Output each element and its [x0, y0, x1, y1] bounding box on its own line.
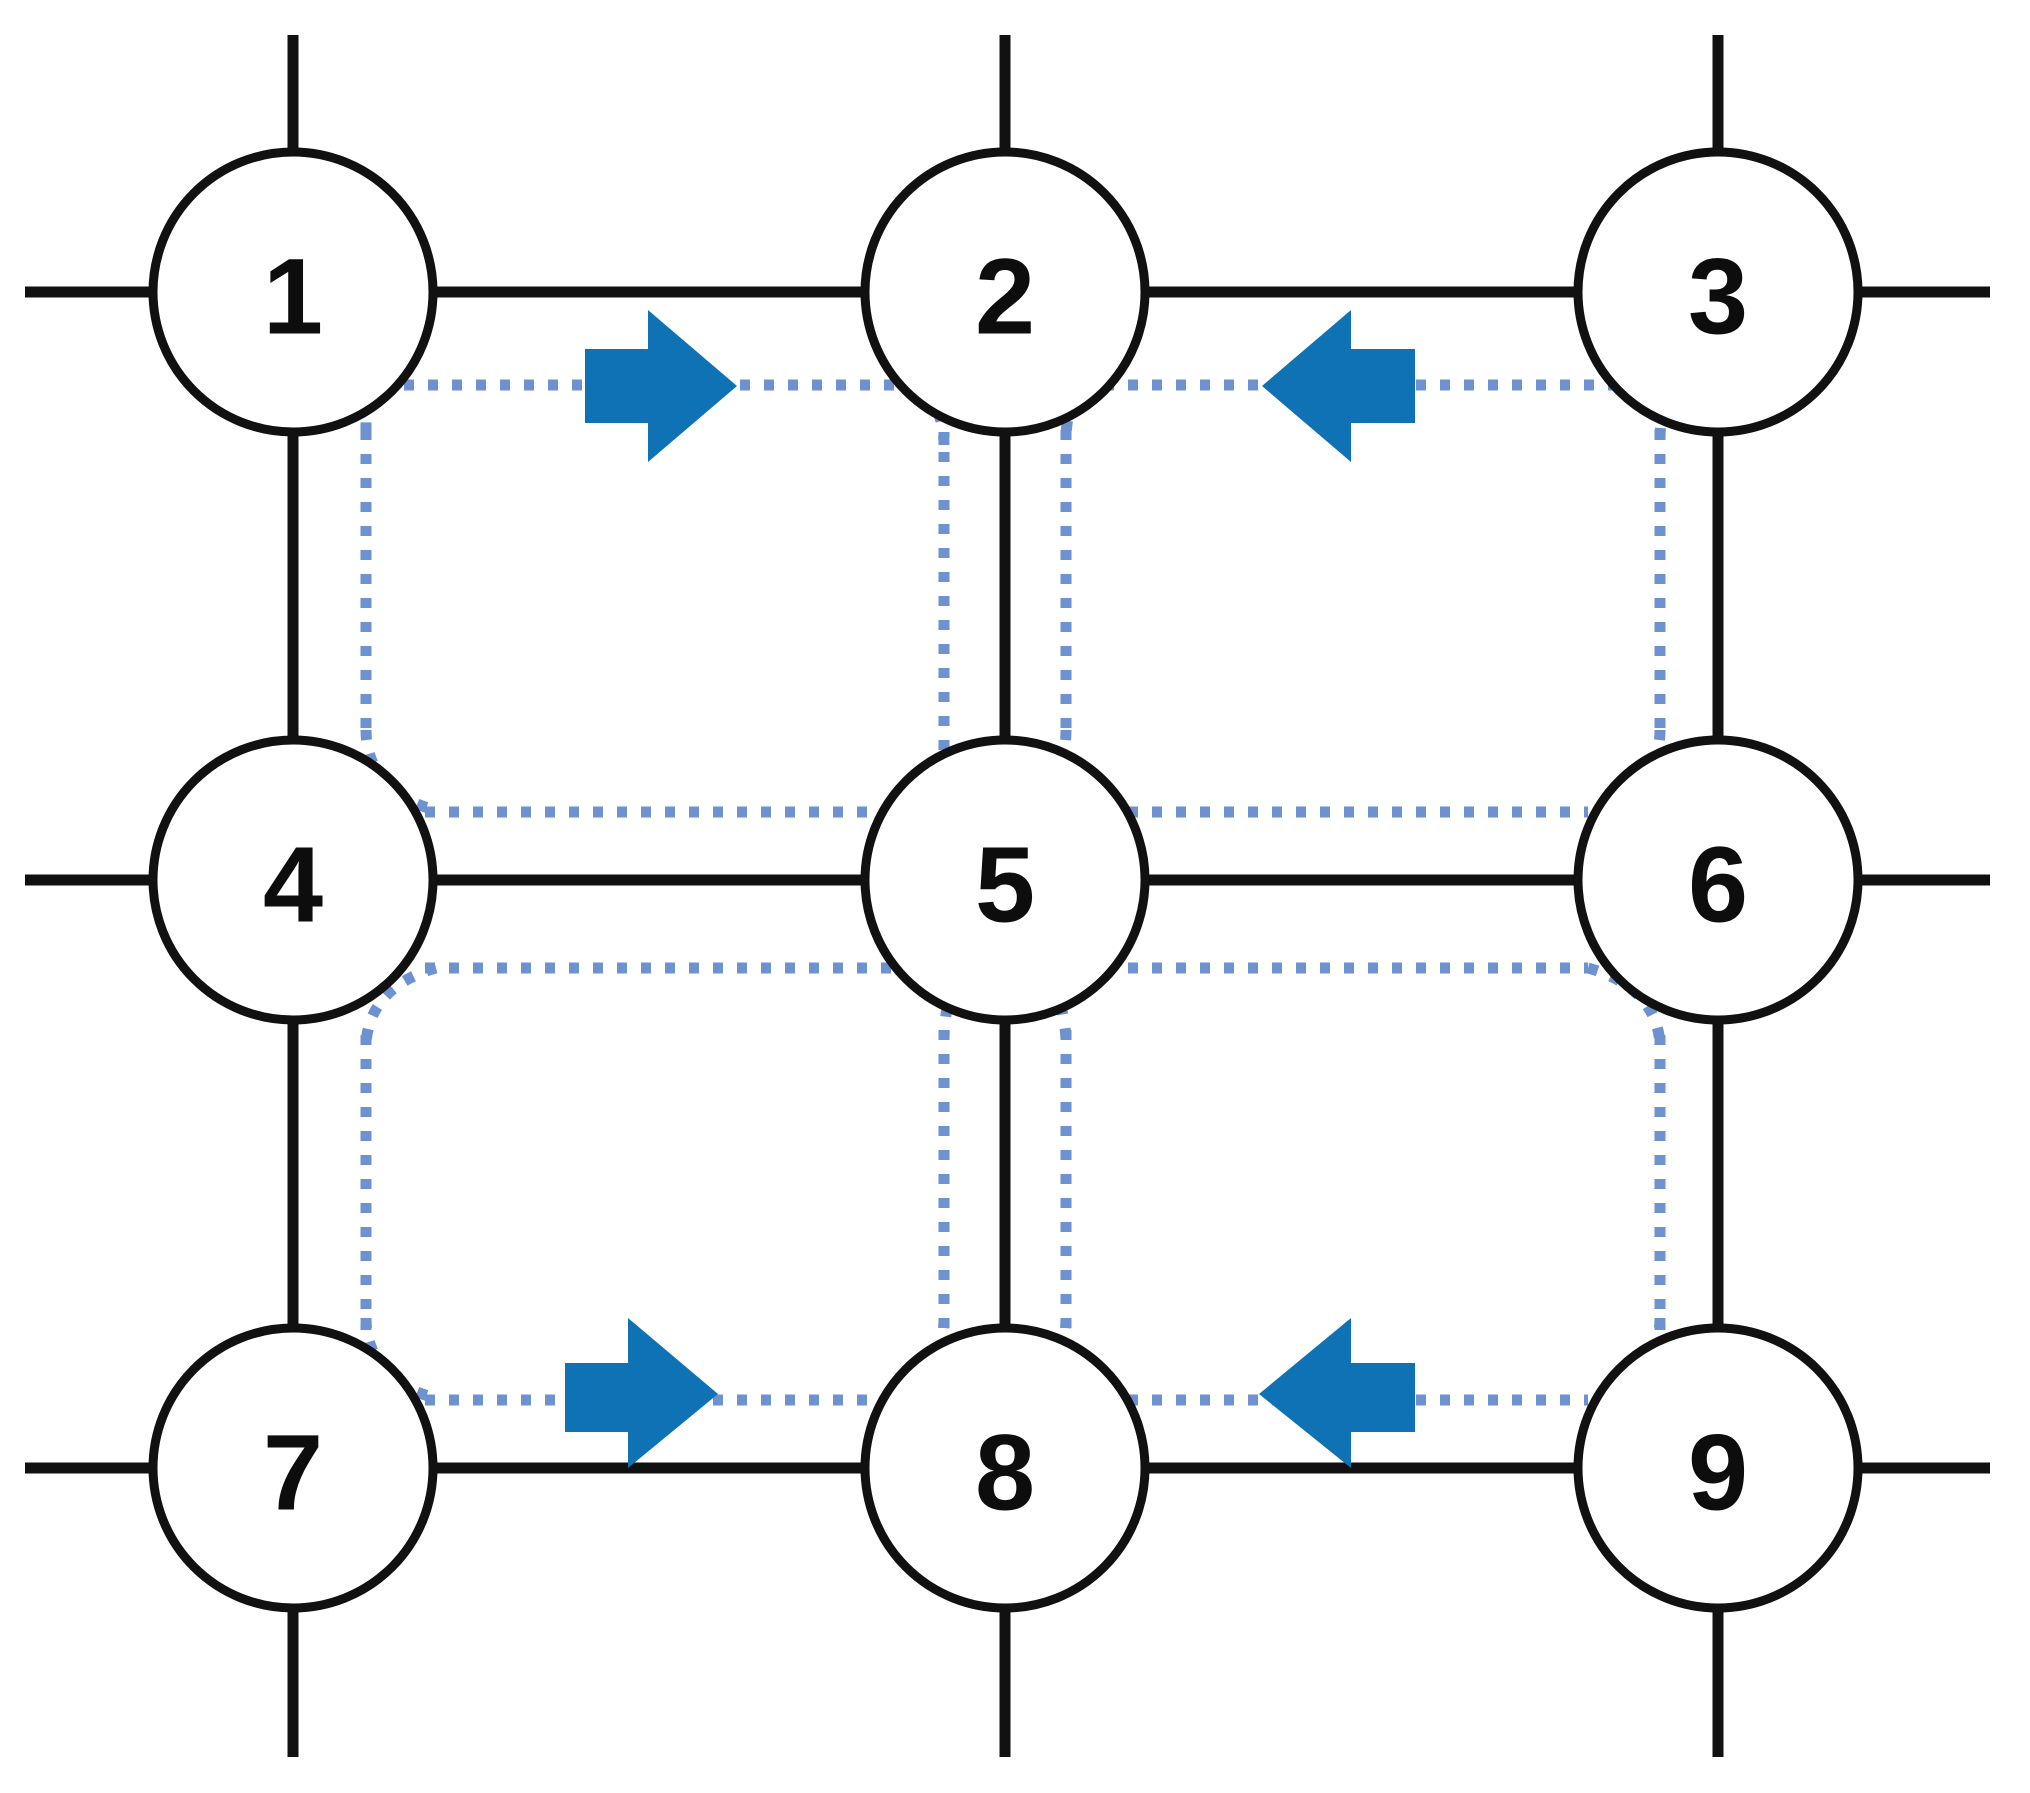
- node-7-circle[interactable]: [148, 1323, 438, 1613]
- node-2[interactable]: 2: [860, 147, 1150, 437]
- node-6[interactable]: 6: [1573, 735, 1863, 1025]
- node-8[interactable]: 8: [860, 1323, 1150, 1613]
- node-3-label: 3: [1688, 236, 1748, 357]
- flow-arrow-top-right: [1262, 310, 1415, 462]
- node-1-circle[interactable]: [148, 147, 438, 437]
- node-8-circle[interactable]: [860, 1323, 1150, 1613]
- nodes-group: 1 2 3 4 5 6 7 8: [148, 147, 1863, 1613]
- node-2-circle[interactable]: [860, 147, 1150, 437]
- node-9-circle[interactable]: [1573, 1323, 1863, 1613]
- node-4-circle[interactable]: [148, 735, 438, 1025]
- grid-lines-group: [25, 35, 1990, 1757]
- node-7[interactable]: 7: [148, 1323, 438, 1613]
- node-6-label: 6: [1688, 824, 1748, 945]
- node-5-circle[interactable]: [860, 735, 1150, 1025]
- node-9[interactable]: 9: [1573, 1323, 1863, 1613]
- flow-arrow-bottom-left: [565, 1318, 718, 1468]
- node-5-label: 5: [975, 824, 1035, 945]
- node-3-circle[interactable]: [1573, 147, 1863, 437]
- node-7-label: 7: [263, 1412, 323, 1533]
- node-2-label: 2: [975, 236, 1035, 357]
- node-4[interactable]: 4: [148, 735, 438, 1025]
- flow-arrows-group: [565, 310, 1415, 1468]
- node-8-label: 8: [975, 1412, 1035, 1533]
- node-6-circle[interactable]: [1573, 735, 1863, 1025]
- node-9-label: 9: [1688, 1412, 1748, 1533]
- node-3[interactable]: 3: [1573, 147, 1863, 437]
- flow-arrow-top-left: [585, 310, 737, 462]
- flow-arrow-bottom-right: [1259, 1318, 1415, 1468]
- node-1-label: 1: [263, 236, 323, 357]
- node-4-label: 4: [263, 824, 323, 945]
- flow-corner-node2-bottom-left: [903, 380, 950, 446]
- node-5[interactable]: 5: [860, 735, 1150, 1025]
- node-1[interactable]: 1: [148, 147, 438, 437]
